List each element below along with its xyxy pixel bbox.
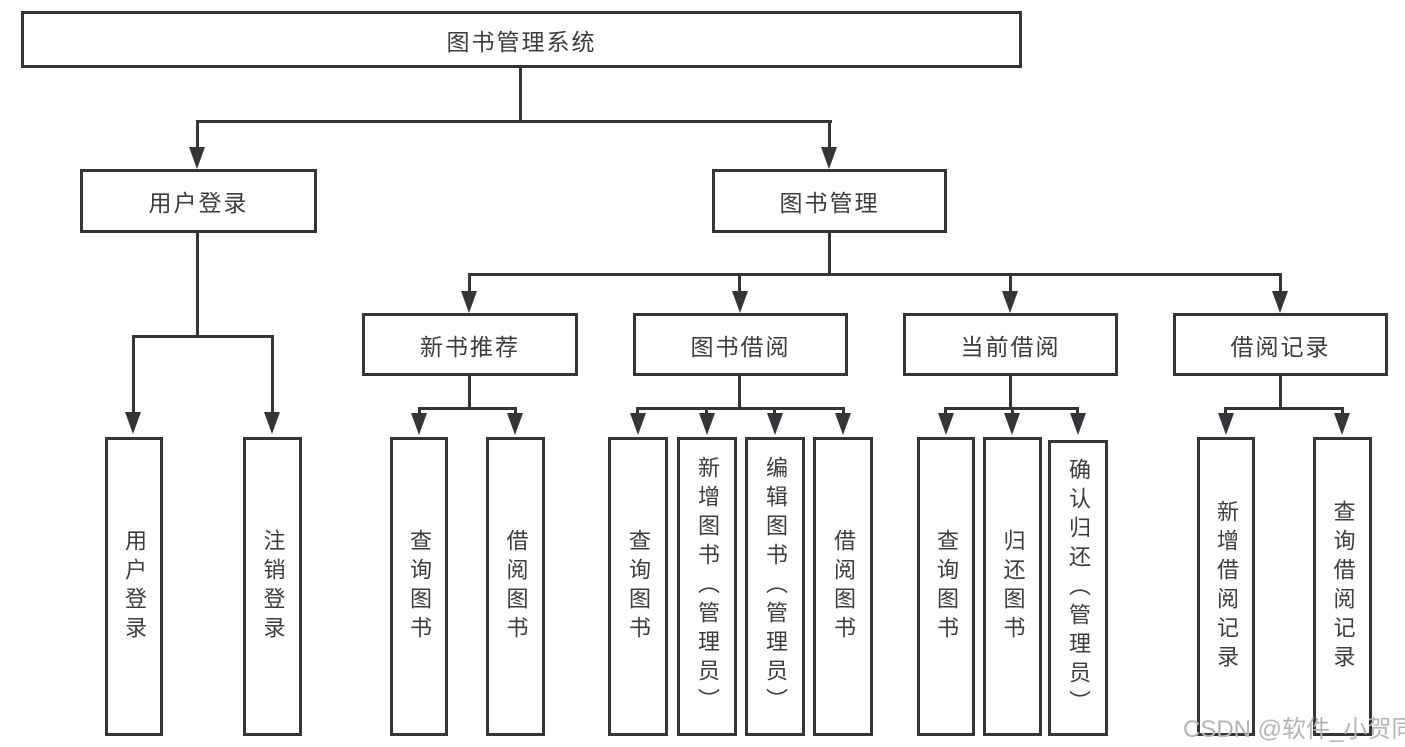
connector-leaf-stub bbox=[636, 407, 639, 415]
arrowhead-down-icon bbox=[1004, 413, 1020, 435]
leaf-borrow-query-books: 查询图书 bbox=[608, 437, 668, 736]
node-new-book-recommend: 新书推荐 bbox=[362, 313, 578, 376]
connector-level3-hline bbox=[468, 273, 1282, 276]
connector-leaf-stub bbox=[1076, 407, 1079, 415]
arrowhead-down-icon bbox=[835, 413, 851, 435]
connector-level2-hline bbox=[196, 120, 832, 123]
connector-bookmgmt-stub bbox=[828, 120, 831, 150]
leaf-borrow-add-books-admin: 新增图书（管理员） bbox=[677, 437, 737, 736]
arrowhead-down-icon bbox=[507, 413, 523, 435]
connector-root-stem bbox=[519, 67, 522, 122]
arrowhead-down-icon bbox=[264, 412, 280, 434]
arrowhead-down-icon bbox=[411, 413, 427, 435]
watermark-text: CSDN @软件_小贺同学 bbox=[1183, 716, 1405, 743]
connector-leaf-stub bbox=[944, 407, 947, 415]
connector-userlogin-hline bbox=[132, 335, 274, 338]
node-root: 图书管理系统 bbox=[21, 11, 1022, 68]
arrowhead-down-icon bbox=[821, 147, 837, 169]
connector-bookmgmt-stem bbox=[828, 233, 831, 275]
node-book-borrow: 图书借阅 bbox=[633, 313, 848, 376]
leaf-current-confirm-return-admin: 确认归还（管理员） bbox=[1048, 440, 1108, 736]
arrowhead-down-icon bbox=[767, 413, 783, 435]
leaf-newbook-query-books: 查询图书 bbox=[390, 437, 448, 736]
connector-currentborrow-stub bbox=[1009, 273, 1012, 293]
connector-borrowrecords-stem bbox=[1279, 376, 1282, 409]
connector-bookborrow-stem bbox=[738, 376, 741, 409]
arrowhead-down-icon bbox=[1002, 291, 1018, 313]
node-book-management: 图书管理 bbox=[712, 169, 947, 233]
node-borrow-records: 借阅记录 bbox=[1173, 313, 1388, 376]
arrowhead-down-icon bbox=[1272, 291, 1288, 313]
leaf-current-query-books: 查询图书 bbox=[917, 437, 975, 736]
connector-borrowrecords-hline bbox=[1224, 407, 1344, 410]
connector-newbook-stem bbox=[468, 376, 471, 409]
arrowhead-down-icon bbox=[699, 413, 715, 435]
arrowhead-down-icon bbox=[630, 413, 646, 435]
leaf-user-login: 用户登录 bbox=[105, 437, 163, 736]
leaf-borrow-edit-books-admin: 编辑图书（管理员） bbox=[745, 437, 805, 736]
arrowhead-down-icon bbox=[1218, 413, 1234, 435]
leaf-newbook-borrow-books: 借阅图书 bbox=[486, 437, 545, 736]
arrowhead-down-icon bbox=[125, 412, 141, 434]
connector-bookborrow-hline bbox=[636, 407, 845, 410]
connector-leaf-stub bbox=[705, 407, 708, 415]
arrowhead-down-icon bbox=[1334, 413, 1350, 435]
connector-bookborrow-stub bbox=[738, 273, 741, 293]
arrowhead-down-icon bbox=[1070, 413, 1086, 435]
leaf-logout: 注销登录 bbox=[243, 437, 302, 736]
connector-currentborrow-stem bbox=[1009, 376, 1012, 409]
connector-leaf-stub bbox=[1341, 407, 1344, 415]
connector-logout-stub bbox=[271, 335, 274, 412]
connector-leaf-stub bbox=[773, 407, 776, 415]
node-user-login: 用户登录 bbox=[80, 169, 317, 233]
leaf-records-query-record: 查询借阅记录 bbox=[1313, 437, 1372, 736]
leaf-records-add-record: 新增借阅记录 bbox=[1197, 437, 1255, 736]
connector-leaf-stub bbox=[418, 407, 421, 415]
connector-login-stub bbox=[132, 335, 135, 412]
connector-userlogin-stem bbox=[196, 233, 199, 337]
leaf-borrow-borrow-books: 借阅图书 bbox=[813, 437, 873, 736]
connector-newbook-stub bbox=[468, 273, 471, 293]
arrowhead-down-icon bbox=[732, 291, 748, 313]
node-current-borrow: 当前借阅 bbox=[903, 313, 1118, 376]
connector-newbook-hline bbox=[418, 407, 517, 410]
connector-borrowrecords-stub bbox=[1279, 273, 1282, 293]
arrowhead-down-icon bbox=[938, 413, 954, 435]
connector-userlogin-stub bbox=[196, 120, 199, 150]
connector-leaf-stub bbox=[514, 407, 517, 415]
connector-leaf-stub bbox=[1224, 407, 1227, 415]
connector-leaf-stub bbox=[842, 407, 845, 415]
leaf-current-return-books: 归还图书 bbox=[983, 437, 1042, 736]
arrowhead-down-icon bbox=[461, 291, 477, 313]
connector-leaf-stub bbox=[1011, 407, 1014, 415]
arrowhead-down-icon bbox=[189, 147, 205, 169]
